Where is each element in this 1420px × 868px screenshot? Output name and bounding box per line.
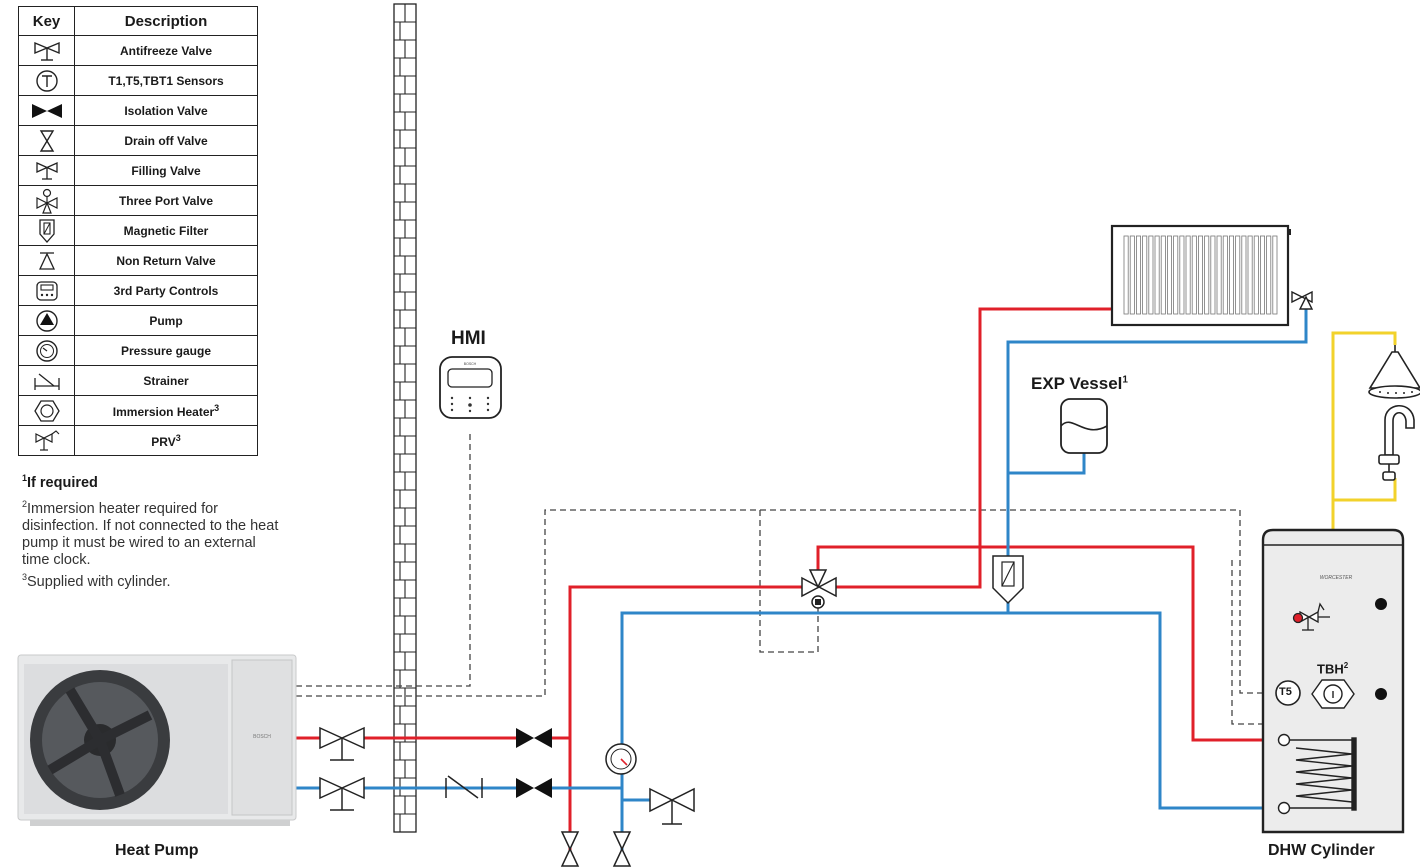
magnetic-filter-icon	[38, 218, 55, 243]
three-port-valve-icon	[801, 569, 837, 609]
filling-valve-icon	[649, 787, 695, 825]
note-immersion-heater: Immersion heater required for disinfecti…	[22, 500, 279, 568]
drain-off-valve-icon	[560, 831, 580, 867]
pressure-gauge-icon	[35, 339, 58, 362]
pump-icon	[35, 309, 58, 332]
hmi-controller: BOSCH	[439, 356, 502, 419]
key-row: Magnetic Filter	[18, 215, 258, 246]
drain-off-valve-icon	[39, 129, 54, 152]
footnotes: 1If required 2Immersion heater required …	[22, 470, 282, 590]
key-table: Key Description Antifreeze Valve T1,T5,T…	[18, 6, 258, 456]
magnetic-filter-icon	[992, 555, 1024, 605]
key-label: T1,T5,TBT1 Sensors	[74, 65, 258, 96]
heat-pump-unit: BOSCH	[17, 654, 297, 826]
key-row: Antifreeze Valve	[18, 35, 258, 66]
control-wiring	[296, 430, 1339, 725]
key-label: Three Port Valve	[74, 185, 258, 216]
footnote-mark: 2	[22, 498, 28, 509]
footnote-mark: 3	[175, 432, 181, 443]
isolation-valve-icon	[31, 103, 62, 118]
key-row: Immersion Heater3	[18, 395, 258, 426]
t5-sensor-label: T5	[1279, 686, 1292, 698]
three-port-valve-icon	[35, 188, 58, 214]
expansion-vessel	[1060, 398, 1108, 454]
drain-off-valve-icon	[612, 831, 632, 867]
hmi-brand: BOSCH	[464, 362, 477, 366]
footnote-mark: 3	[22, 571, 28, 582]
antifreeze-valve-icon	[33, 41, 60, 61]
footnote-mark: 1	[22, 473, 28, 483]
dhw-cylinder-label: DHW Cylinder	[1268, 842, 1375, 859]
antifreeze-valve-icon	[319, 776, 365, 811]
flow-pipe	[296, 307, 1282, 850]
shower-head-icon	[1368, 345, 1420, 399]
footnote-mark: 3	[214, 402, 220, 413]
strainer-icon	[33, 372, 60, 390]
tap-icon	[1378, 405, 1415, 481]
key-label: Non Return Valve	[74, 245, 258, 276]
strainer-icon	[445, 775, 483, 799]
key-row: T1,T5,TBT1 Sensors	[18, 65, 258, 96]
key-row: Drain off Valve	[18, 125, 258, 156]
note-if-required: If required	[27, 474, 98, 491]
key-row: Pump	[18, 305, 258, 336]
heat-pump-brand: BOSCH	[253, 734, 271, 740]
hmi-label: HMI	[451, 328, 486, 349]
description-header: Description	[74, 6, 258, 36]
radiator	[1110, 224, 1291, 327]
pressure-gauge-icon	[605, 743, 637, 775]
third-party-controls-icon	[35, 280, 58, 301]
sensor-icon	[35, 69, 58, 92]
key-row: Isolation Valve	[18, 95, 258, 126]
key-row: PRV3	[18, 425, 258, 456]
tbh-label: TBH2	[1317, 661, 1349, 677]
isolation-valve-icon	[516, 728, 552, 748]
dhw-cylinder: WORCESTER	[1261, 528, 1405, 834]
exp-vessel-label: EXP Vessel1	[1031, 374, 1128, 393]
key-label: Drain off Valve	[74, 125, 258, 156]
antifreeze-valve-icon	[319, 726, 365, 761]
wall	[393, 3, 417, 833]
cylinder-brand: WORCESTER	[1320, 575, 1353, 581]
isolation-valve-icon	[516, 778, 552, 798]
key-label: Filling Valve	[74, 155, 258, 186]
key-label: PRV	[151, 434, 176, 449]
key-row: Non Return Valve	[18, 245, 258, 276]
non-return-valve-icon	[38, 251, 55, 270]
filling-valve-icon	[35, 161, 58, 180]
note-supplied-with-cylinder: Supplied with cylinder.	[27, 573, 171, 590]
key-label: Magnetic Filter	[74, 215, 258, 246]
prv-icon	[34, 429, 59, 451]
key-header: Key	[18, 6, 75, 36]
key-row: Three Port Valve	[18, 185, 258, 216]
immersion-heater-icon	[33, 399, 60, 422]
return-pipe	[296, 308, 1308, 850]
heat-pump-label: Heat Pump	[115, 842, 199, 859]
key-row: Strainer	[18, 365, 258, 396]
key-row: Filling Valve	[18, 155, 258, 186]
key-label: Immersion Heater	[112, 404, 215, 419]
key-label: Pressure gauge	[74, 335, 258, 366]
cold-water-pipe	[1331, 331, 1397, 530]
thermostatic-valve-icon	[1291, 290, 1314, 310]
